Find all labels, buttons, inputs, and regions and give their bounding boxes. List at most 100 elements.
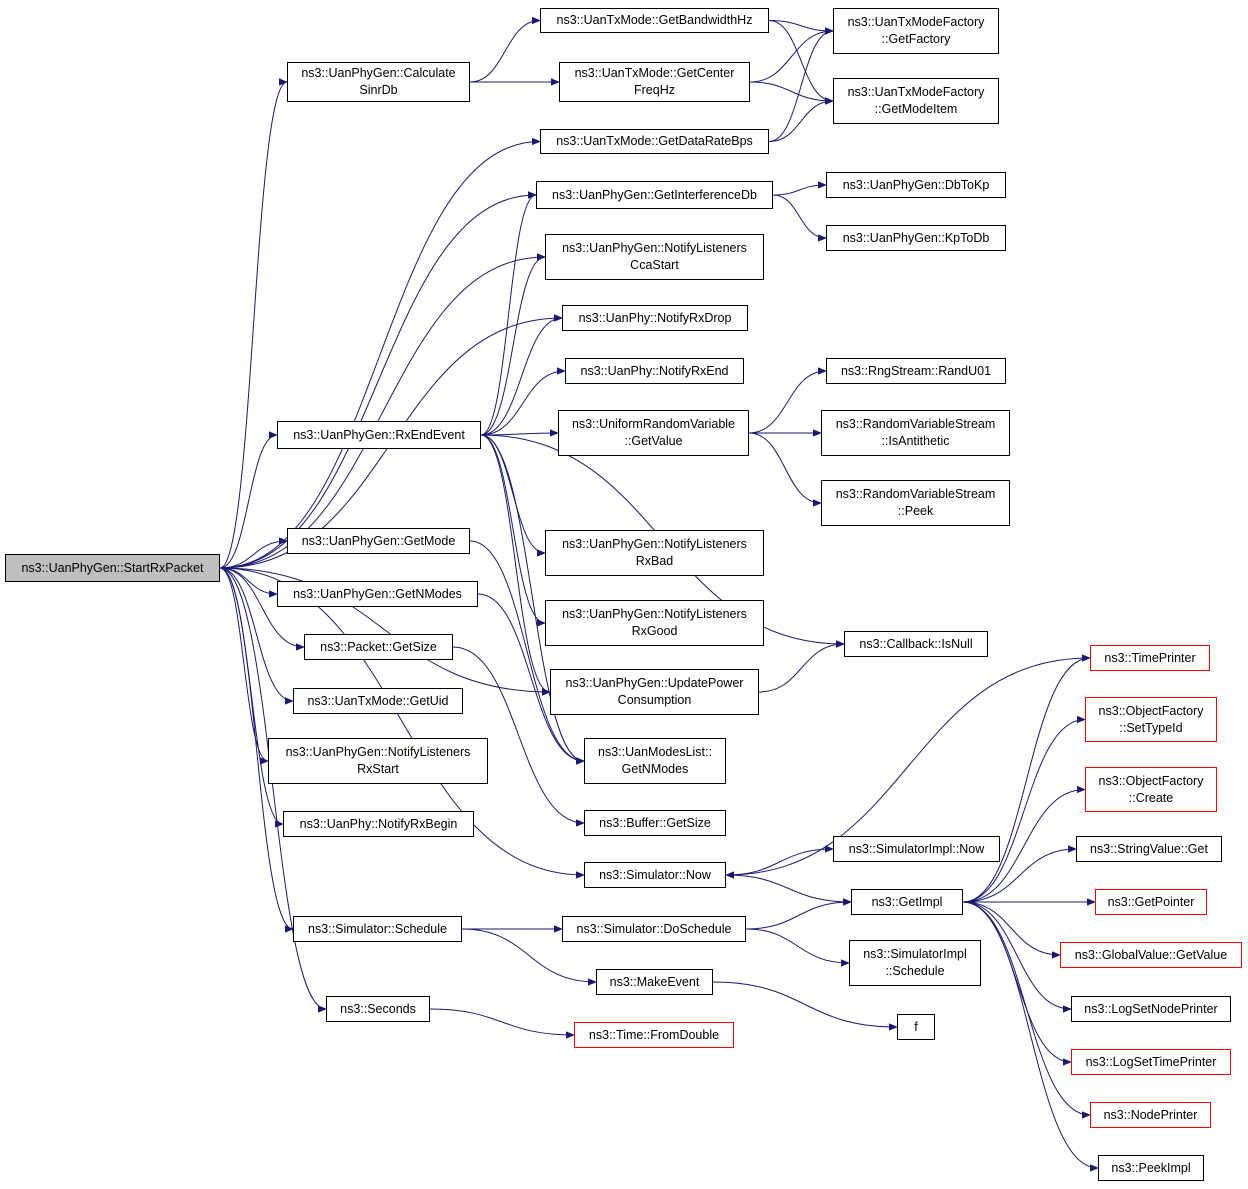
call-edge <box>219 567 269 761</box>
function-node-label: ns3::UanPhyGen::RxEndEvent <box>293 427 465 442</box>
call-edge <box>480 434 584 761</box>
function-node[interactable]: ns3::LogSetNodePrinter <box>1071 996 1231 1022</box>
function-node[interactable]: f <box>897 1014 935 1040</box>
call-edge <box>452 646 584 823</box>
function-node[interactable]: ns3::UanPhy::NotifyRxEnd <box>565 358 744 384</box>
call-edge <box>480 195 537 436</box>
function-node[interactable]: ns3::UanPhyGen::RxEndEvent <box>277 421 481 449</box>
call-edge <box>219 257 545 569</box>
call-edge <box>768 31 834 142</box>
function-node[interactable]: ns3::UniformRandomVariable::GetValue <box>558 410 749 456</box>
function-node[interactable]: ns3::MakeEvent <box>596 969 713 995</box>
function-node[interactable]: ns3::RandomVariableStream::Peek <box>821 480 1010 526</box>
function-node[interactable]: ns3::PeekImpl <box>1098 1155 1204 1181</box>
function-node-label: f <box>914 1019 918 1034</box>
function-node-label: ns3::Simulator::DoSchedule <box>576 921 732 936</box>
call-edge <box>962 658 1090 903</box>
function-node[interactable]: ns3::SimulatorImpl::Now <box>833 836 1000 862</box>
function-node[interactable]: ns3::UanPhyGen::GetMode <box>287 528 470 554</box>
call-edge <box>219 567 284 824</box>
function-node-label: ns3::UanModesList:: <box>598 745 712 759</box>
function-node[interactable]: ns3::UanPhyGen::GetNModes <box>277 581 478 607</box>
function-node[interactable]: ns3::UanTxModeFactory::GetModeItem <box>833 78 999 124</box>
function-node[interactable]: ns3::UanTxMode::GetDataRateBps <box>540 129 769 154</box>
function-node[interactable]: ns3::Simulator::Schedule <box>293 916 462 942</box>
call-edge <box>768 20 833 102</box>
function-node[interactable]: ns3::LogSetTimePrinter <box>1071 1049 1231 1075</box>
function-node[interactable]: ns3::StringValue::Get <box>1076 836 1222 862</box>
call-edge <box>712 981 897 1027</box>
function-node-label: SinrDb <box>359 83 398 97</box>
function-node[interactable]: ns3::Buffer::GetSize <box>584 810 726 836</box>
call-edge <box>745 902 851 930</box>
function-node[interactable]: ns3::NodePrinter <box>1090 1102 1211 1128</box>
function-node-label: ns3::LogSetTimePrinter <box>1085 1054 1217 1069</box>
function-node-label: ns3::GlobalValue::GetValue <box>1074 947 1228 962</box>
call-edge <box>219 195 536 569</box>
function-node-label: ns3::MakeEvent <box>609 974 700 989</box>
function-node-label: ns3::Simulator::Schedule <box>308 921 447 936</box>
call-edge <box>469 540 584 761</box>
function-node-label: ::Create <box>1128 790 1174 805</box>
function-node[interactable]: ns3::UanModesList::GetNModes <box>584 738 726 784</box>
function-node-label: ::GetModeItem <box>874 102 958 116</box>
function-node-label: ::Peek <box>897 504 934 518</box>
function-node-label: ns3::UanTxMode::GetDataRateBps <box>556 134 753 148</box>
function-node[interactable]: ns3::UanTxMode::GetBandwidthHz <box>540 8 769 33</box>
function-node-label: ::IsAntithetic <box>881 434 950 448</box>
call-edge <box>962 720 1085 903</box>
function-node[interactable]: ns3::UanPhyGen::GetInterferenceDb <box>536 181 773 209</box>
function-node[interactable]: ns3::Simulator::Now <box>584 862 726 888</box>
function-node-label: ns3::Seconds <box>340 1001 416 1016</box>
call-edge <box>219 567 304 647</box>
function-node[interactable]: ns3::RandomVariableStream::IsAntithetic <box>821 410 1010 456</box>
call-edge <box>962 901 1098 1168</box>
function-node[interactable]: ns3::UanPhyGen::StartRxPacket <box>5 554 220 582</box>
function-node[interactable]: ns3::Time::FromDouble <box>574 1022 734 1048</box>
function-node[interactable]: ns3::UanTxModeFactory::GetFactory <box>833 8 999 54</box>
function-node-label: ns3::GetPointer <box>1107 894 1195 909</box>
function-node[interactable]: ns3::RngStream::RandU01 <box>826 358 1006 384</box>
function-node-label: ns3::UanPhyGen::GetNModes <box>293 586 462 601</box>
function-node[interactable]: ns3::TimePrinter <box>1090 645 1210 671</box>
function-node-label: ns3::NodePrinter <box>1103 1107 1198 1122</box>
function-node[interactable]: ns3::UanTxMode::GetUid <box>293 688 463 714</box>
call-edge <box>219 142 540 569</box>
call-edge <box>962 901 1071 1009</box>
function-node[interactable]: ns3::Simulator::DoSchedule <box>562 916 746 942</box>
function-node[interactable]: ns3::SimulatorImpl::Schedule <box>849 940 981 986</box>
function-node[interactable]: ns3::UanPhy::NotifyRxDrop <box>562 305 748 331</box>
call-edge <box>772 185 826 196</box>
function-node[interactable]: ns3::GetPointer <box>1095 889 1207 915</box>
call-edge <box>745 928 849 963</box>
function-node[interactable]: ns3::Callback::IsNull <box>844 631 988 657</box>
function-node[interactable]: ns3::Seconds <box>326 996 430 1022</box>
function-node-label: ns3::UanPhyGen::StartRxPacket <box>21 560 204 575</box>
function-node[interactable]: ns3::UanPhyGen::DbToKp <box>826 172 1006 198</box>
function-node[interactable]: ns3::UanPhy::NotifyRxBegin <box>283 811 474 837</box>
function-node[interactable]: ns3::ObjectFactory::Create <box>1085 767 1217 812</box>
call-edge <box>219 82 288 569</box>
function-node-label: ::Schedule <box>885 964 945 978</box>
function-node-label: ns3::UanPhyGen::GetInterferenceDb <box>552 187 757 202</box>
function-node-label: ns3::UanPhyGen::KpToDb <box>842 230 990 245</box>
function-node[interactable]: ns3::ObjectFactory::SetTypeId <box>1085 697 1217 742</box>
function-node-label: CcaStart <box>630 258 679 272</box>
function-node[interactable]: ns3::UanPhyGen::KpToDb <box>826 225 1006 251</box>
function-node[interactable]: ns3::GlobalValue::GetValue <box>1060 942 1242 968</box>
function-node-label: ::GetFactory <box>881 32 951 46</box>
function-node-label: ns3::UanPhy::NotifyRxEnd <box>580 363 729 378</box>
function-node-label: ns3::Buffer::GetSize <box>599 815 711 830</box>
function-node-label: GetNModes <box>621 762 689 776</box>
function-node[interactable]: ns3::GetImpl <box>851 889 963 915</box>
call-edge <box>219 567 294 929</box>
function-node-label: ns3::SimulatorImpl <box>863 947 967 961</box>
function-node[interactable]: ns3::Packet::GetSize <box>304 634 453 660</box>
